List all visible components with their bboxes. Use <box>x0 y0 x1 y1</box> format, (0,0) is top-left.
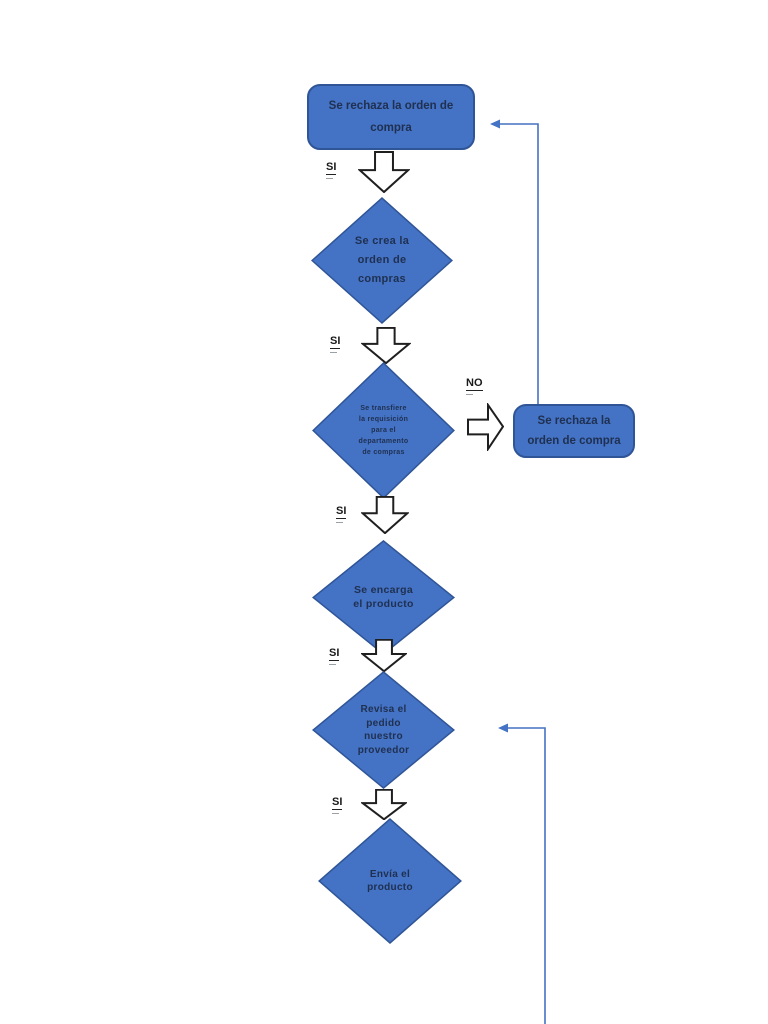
si-label-text: SI <box>336 505 347 519</box>
si-label-text: SI <box>326 161 337 175</box>
label-si-1: SI <box>326 161 337 179</box>
connector-arrowhead-left-icon <box>490 119 500 129</box>
label-si-3: SI <box>336 505 347 523</box>
diamond-shape-icon <box>312 671 455 789</box>
node-transfer-requisition: Se transfiere la requisición para el dep… <box>312 362 455 499</box>
connector-bottom-to-review <box>507 727 546 1024</box>
node-order-product-label: Se encarga el producto <box>353 584 414 610</box>
node-order-product: Se encarga el producto <box>312 540 455 655</box>
node-ship-product-label: Envía el producto <box>367 868 413 894</box>
node-create-order: Se crea la orden de compras <box>311 197 453 324</box>
node-reject-order-start: Se rechaza la orden de compra <box>307 84 475 150</box>
down-block-arrow-icon <box>361 639 407 672</box>
si-label-text: SI <box>332 796 343 810</box>
down-arrow-4 <box>361 639 407 672</box>
down-arrow-3 <box>361 496 409 534</box>
underscore-mark <box>330 352 337 353</box>
diamond-shape-icon <box>311 197 453 324</box>
connector-arrowhead-left-icon <box>498 723 508 733</box>
node-supplier-review: Revisa el pedido nuestro proveedor <box>312 671 455 789</box>
underscore-mark <box>336 522 343 523</box>
diamond-shape-icon <box>318 818 462 944</box>
down-arrow-2 <box>361 327 411 364</box>
node-create-order-label: Se crea la orden de compras <box>354 235 410 285</box>
connector-reject-to-start <box>499 123 539 404</box>
node-supplier-review-label: Revisa el pedido nuestro proveedor <box>357 704 410 756</box>
node-reject-order-side: Se rechaza la orden de compra <box>513 404 635 458</box>
down-block-arrow-icon <box>361 496 409 534</box>
right-arrow-no <box>467 403 504 451</box>
label-no: NO <box>466 377 483 395</box>
no-label-text: NO <box>466 377 483 391</box>
right-block-arrow-icon <box>467 403 504 451</box>
si-label-text: SI <box>330 335 341 349</box>
node-reject-order-start-label: Se rechaza la orden de compra <box>328 100 454 134</box>
down-block-arrow-icon <box>361 327 411 364</box>
label-si-5: SI <box>332 796 343 814</box>
underscore-mark <box>326 178 333 179</box>
underscore-mark <box>329 664 336 665</box>
label-si-4: SI <box>329 647 340 665</box>
underscore-mark <box>332 813 339 814</box>
si-label-text: SI <box>329 647 340 661</box>
down-block-arrow-icon <box>361 789 407 820</box>
label-si-2: SI <box>330 335 341 353</box>
node-reject-order-side-label: Se rechaza la orden de compra <box>527 415 621 447</box>
down-block-arrow-icon <box>358 151 410 193</box>
down-arrow-5 <box>361 789 407 820</box>
underscore-mark <box>466 394 473 395</box>
node-transfer-requisition-label: Se transfiere la requisición para el dep… <box>358 405 409 456</box>
down-arrow-1 <box>358 151 410 193</box>
node-ship-product: Envía el producto <box>318 818 462 944</box>
